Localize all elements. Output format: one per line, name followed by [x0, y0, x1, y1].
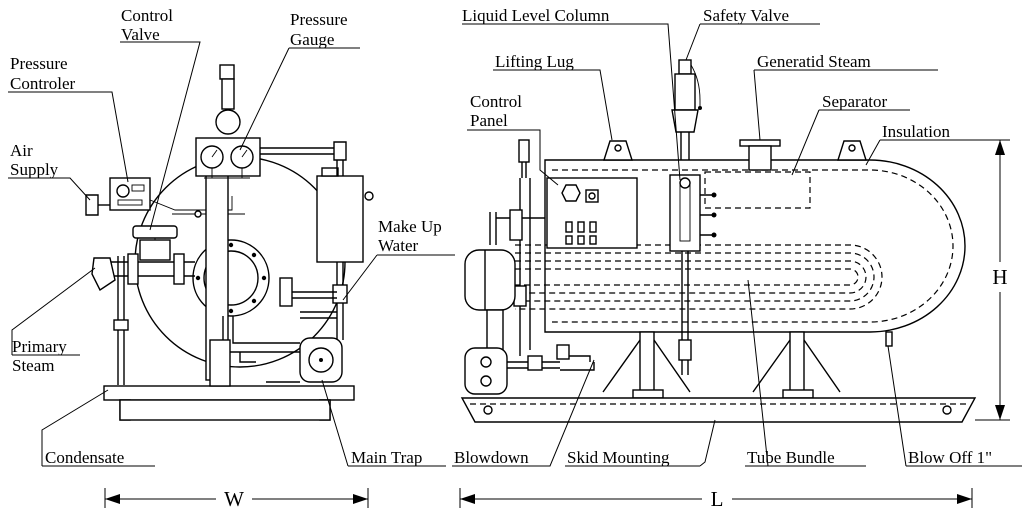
dimension-h: H [992, 265, 1007, 289]
callout-labels: Control Valve Pressure Gauge Pressure Co… [10, 6, 992, 467]
support-saddles [602, 331, 841, 399]
main-trap-side [464, 347, 508, 395]
tube-bundle-outline [515, 244, 883, 310]
base-frame-end [103, 385, 355, 401]
strainer [91, 257, 116, 292]
leader-lines [8, 23, 1022, 467]
label-separator: Separator [822, 92, 887, 111]
end-view [85, 64, 374, 421]
label-condensate: Condensate [45, 448, 124, 467]
panel-hexagon [561, 184, 581, 202]
label-pressure-gauge-2: Gauge [290, 30, 334, 49]
label-air-supply-1: Air [10, 141, 33, 160]
label-liquid-level-column: Liquid Level Column [462, 6, 610, 25]
label-safety-valve: Safety Valve [703, 6, 789, 25]
label-pressure-gauge-1: Pressure [290, 10, 348, 29]
label-control-valve-1: Control [121, 6, 173, 25]
dimension-w: W [224, 487, 244, 511]
label-skid-mounting: Skid Mounting [567, 448, 670, 467]
label-primary-steam-2: Steam [12, 356, 55, 375]
separator-outline [704, 171, 811, 209]
insulation-line [552, 169, 954, 323]
level-controller-box [316, 175, 364, 263]
steam-outlet-flange [739, 139, 781, 147]
label-pressure-controler-1: Pressure [10, 54, 68, 73]
label-tube-bundle: Tube Bundle [747, 448, 835, 467]
label-main-trap: Main Trap [351, 448, 422, 467]
label-control-panel-1: Control [470, 92, 522, 111]
label-control-panel-2: Panel [470, 111, 508, 130]
control-valve-body [139, 239, 171, 261]
side-view [460, 59, 977, 423]
liquid-level-column [669, 174, 701, 252]
dimension-lines [104, 139, 1010, 508]
label-blow-off: Blow Off 1" [908, 448, 992, 467]
label-blowdown: Blowdown [454, 448, 529, 467]
dimension-l: L [711, 487, 724, 511]
label-make-up-water-1: Make Up [378, 217, 442, 236]
blow-off-valve [885, 331, 893, 347]
motor-cylinder [464, 249, 516, 311]
label-pressure-controler-2: Controler [10, 74, 75, 93]
air-supply-regulator [85, 194, 99, 216]
control-valve-actuator [132, 225, 178, 239]
safety-valve-side [674, 73, 696, 111]
label-lifting-lug: Lifting Lug [495, 52, 574, 71]
panel-switches [565, 221, 597, 245]
label-control-valve-2: Valve [121, 25, 160, 44]
safety-valve-end [215, 109, 241, 135]
label-primary-steam-1: Primary [12, 337, 67, 356]
label-insulation: Insulation [882, 122, 950, 141]
label-air-supply-2: Supply [10, 160, 59, 179]
label-generated-steam: Generatid Steam [757, 52, 871, 71]
label-make-up-water-2: Water [378, 236, 418, 255]
